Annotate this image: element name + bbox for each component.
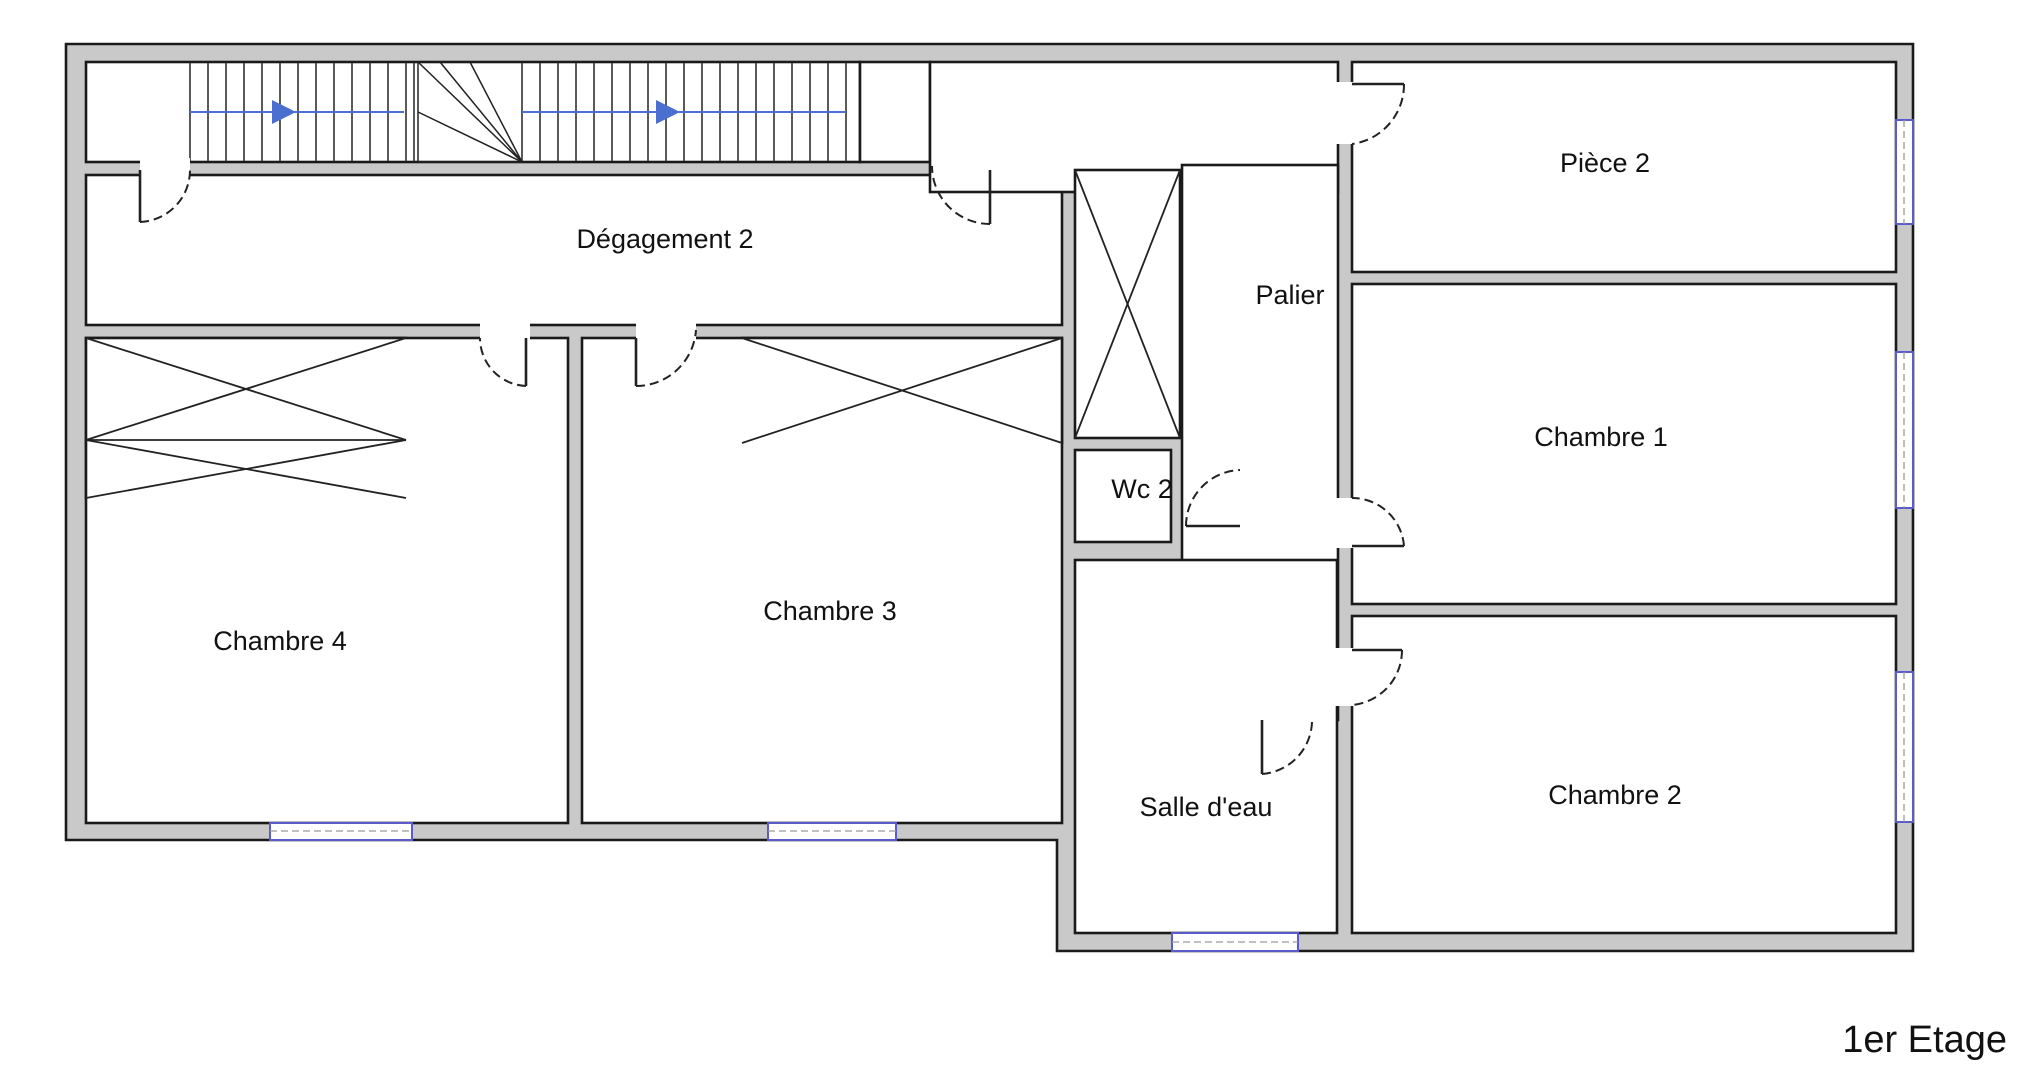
room-chambre-4 [84, 336, 570, 825]
room-chambre-3 [580, 336, 1064, 825]
stair-direction-arrows [190, 100, 846, 124]
closet-left-hatch [85, 337, 407, 499]
room-wc-2 [1073, 448, 1173, 544]
door-chambre-2 [1351, 648, 1404, 706]
door-piece-2 [1351, 82, 1406, 145]
label-piece-2: Pièce 2 [1560, 148, 1650, 178]
label-chambre-1: Chambre 1 [1534, 422, 1668, 452]
label-wc-2: Wc 2 [1111, 474, 1173, 504]
room-chambre-2 [1350, 614, 1898, 935]
window-chambre-2 [1895, 671, 1914, 823]
window-chambre-1 [1895, 351, 1914, 509]
room-degagement-2 [84, 173, 1064, 327]
door-chambre-4 [478, 337, 528, 387]
window-salle-d-eau [1171, 932, 1299, 952]
window-piece-2 [1895, 119, 1914, 225]
vertical-closet-hatch [1074, 169, 1181, 439]
label-salle-d-eau: Salle d'eau [1140, 792, 1273, 822]
closet-right-hatch [741, 337, 1063, 444]
room-piece-2 [1350, 60, 1898, 274]
door-chambre-1 [1351, 496, 1405, 548]
label-chambre-3: Chambre 3 [763, 596, 897, 626]
door-degagement-right [931, 165, 992, 225]
room-chambre-1 [1350, 282, 1898, 606]
label-degagement-2: Dégagement 2 [576, 224, 753, 254]
label-palier: Palier [1255, 280, 1324, 310]
room-salle-d-eau [1073, 558, 1339, 935]
window-chambre-3 [767, 822, 897, 841]
door-openings [140, 82, 1356, 738]
window-chambre-4 [269, 822, 413, 841]
floor-title: 1er Etage [1842, 1019, 2007, 1061]
door-wc-2 [1185, 469, 1241, 528]
door-salle-d-eau [1260, 720, 1313, 775]
label-chambre-4: Chambre 4 [213, 626, 347, 656]
door-degagement-left [138, 169, 191, 223]
label-chambre-2: Chambre 2 [1548, 780, 1682, 810]
room-stair-closet [858, 60, 932, 164]
door-chambre-3 [634, 329, 697, 388]
